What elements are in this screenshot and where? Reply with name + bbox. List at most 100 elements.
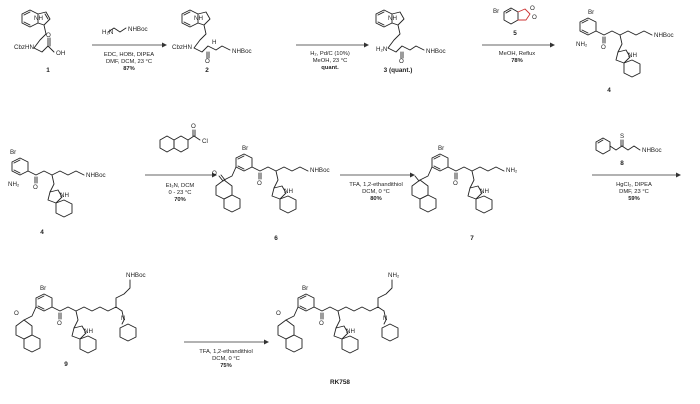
indole-nh-label: NH — [194, 15, 203, 22]
step6-yield: 59% — [628, 196, 640, 202]
step2-cond-1: H₂, Pd/C (10%) — [310, 51, 350, 57]
step3-cond-1: MeOH, Reflux — [499, 51, 536, 57]
compound-4-structure: Br NH₂ O NHBoc NH — [576, 9, 674, 78]
compound-6-structure: Br O NHBoc NH O — [212, 145, 330, 214]
step1-cond-2: DMF, DCM, 23 °C — [106, 59, 152, 65]
nhboc-label: NHBoc — [426, 48, 446, 55]
br-label: Br — [493, 8, 499, 15]
step5-cond-1: TFA, 1,2-ethandithiol — [349, 182, 403, 188]
nh2-label: NH₂ — [576, 41, 588, 48]
anhydride-o2-label: O — [532, 14, 537, 21]
carbonyl-o-label: O — [257, 180, 262, 187]
br-label: Br — [302, 285, 308, 292]
compound-1-structure: NH CbzHN O OH — [14, 9, 65, 57]
compound-4b-structure: Br NH₂ O NHBoc NH — [8, 149, 106, 218]
step3-yield: 78% — [511, 58, 523, 64]
naphthoyl-o-label: O — [212, 170, 217, 177]
rk758-label: RK758 — [330, 379, 350, 386]
thio-s-label: S — [620, 133, 624, 140]
step6-cond-2: DMF, 23 °C — [619, 189, 649, 195]
compound-9-structure: Br O NHBoc N NH O — [14, 272, 146, 354]
reaction-arrow-4: O Cl Et₃N, DCM 0 - 23 °C 70% — [145, 123, 217, 203]
step5-cond-2: DCM, 0 °C — [362, 189, 390, 195]
nh2-label: NH₂ — [388, 272, 400, 279]
reagent-5-label: 5 — [513, 30, 517, 37]
nh2-label: NH₂ — [506, 167, 518, 174]
step6-cond-1: HgCl₂, DIPEA — [616, 182, 652, 188]
reaction-arrow-2: H₂, Pd/C (10%) MeOH, 23 °C quant. — [296, 42, 369, 71]
reaction-arrow-7: TFA, 1,2-ethandithiol DCM, 0 °C 75% — [184, 339, 269, 369]
nhboc-label: NHBoc — [86, 172, 106, 179]
compound-2-structure: NH CbzHN O H NHBoc — [172, 9, 252, 65]
guanidine-n-label: N — [383, 315, 387, 322]
indole-nh-label: NH — [60, 192, 69, 199]
indole-nh-label: NH — [480, 188, 489, 195]
carbonyl-o-label: O — [319, 320, 324, 327]
h2n-label: H₂N — [102, 29, 113, 36]
compound-4b-label: 4 — [40, 229, 44, 236]
reagent-8-label: 8 — [620, 160, 624, 167]
reaction-arrow-3: Br O O 5 MeOH, Reflux 78% — [482, 5, 555, 64]
indole-nh-label: NH — [628, 52, 637, 59]
h2n-label: H₂N — [376, 46, 387, 53]
amide-nh-label: H — [212, 39, 216, 46]
indole-nh-label: NH — [388, 15, 397, 22]
nhboc-label: NHBoc — [310, 167, 330, 174]
step4-cond-2: 0 - 23 °C — [169, 190, 192, 196]
nhboc-label: NHBoc — [232, 48, 252, 55]
indole-nh-label: NH — [346, 328, 355, 335]
br-label: Br — [10, 149, 16, 156]
compound-7-structure: Br O NH₂ NH — [411, 145, 518, 214]
compound-6-label: 6 — [274, 235, 278, 242]
acyl-o-label: O — [191, 123, 196, 130]
cbzhn-label: CbzHN — [14, 44, 34, 51]
reaction-arrow-5: TFA, 1,2-ethandithiol DCM, 0 °C 80% — [340, 172, 415, 202]
carbonyl-o-label: O — [453, 180, 458, 187]
nhboc-label: NHBoc — [654, 32, 674, 39]
compound-4-label: 4 — [607, 87, 611, 94]
carbonyl-o-label: O — [601, 44, 606, 51]
indole-nh-label: NH — [284, 188, 293, 195]
step6-reagent: NHBoc — [642, 147, 662, 154]
indole-nh-label: NH — [34, 15, 43, 22]
naphthoyl-o-label: O — [276, 310, 281, 317]
carbonyl-o-label: O — [57, 320, 62, 327]
carbonyl-o-label: O — [33, 184, 38, 191]
oh-label: OH — [56, 50, 65, 57]
step4-cond-1: Et₃N, DCM — [166, 183, 195, 189]
carbonyl-o-label: O — [399, 58, 404, 65]
step1-yield: 87% — [123, 66, 135, 72]
guanidine-n-label: N — [121, 315, 125, 322]
naphthoyl-o-label: O — [14, 310, 19, 317]
br-label: Br — [242, 145, 248, 152]
step4-yield: 70% — [174, 197, 186, 203]
step1-cond-1: EDC, HOBt, DIPEA — [104, 52, 154, 58]
compound-3-label: 3 (quant.) — [384, 67, 413, 74]
step2-yield: quant. — [321, 65, 339, 71]
step5-yield: 80% — [370, 196, 382, 202]
anhydride-o-label: O — [530, 5, 535, 12]
step2-cond-2: MeOH, 23 °C — [313, 58, 348, 64]
br-label: Br — [438, 145, 444, 152]
nhboc-label: NHBoc — [126, 272, 146, 279]
nh2-label: NH₂ — [8, 181, 20, 188]
step7-cond-1: TFA, 1,2-ethandithiol — [199, 349, 253, 355]
carbonyl-o-label: O — [205, 58, 210, 65]
compound-rk758-structure: Br O NH₂ N NH O — [276, 272, 400, 354]
compound-2-label: 2 — [205, 67, 209, 74]
compound-1-label: 1 — [46, 67, 50, 74]
cl-label: Cl — [202, 138, 208, 145]
compound-7-label: 7 — [470, 235, 474, 242]
compound-3-structure: NH H₂N O NHBoc — [375, 9, 446, 65]
carbonyl-o-label: O — [46, 32, 51, 39]
step7-yield: 75% — [220, 363, 232, 369]
reaction-arrow-1: H₂N NHBoc EDC, HOBt, DIPEA DMF, DCM, 23 … — [92, 26, 167, 72]
compound-9-label: 9 — [64, 361, 68, 368]
step7-cond-2: DCM, 0 °C — [212, 356, 240, 362]
br-label: Br — [40, 285, 46, 292]
cbzhn-label: CbzHN — [172, 44, 192, 51]
reaction-arrow-6: S NHBoc 8 HgCl₂, DIPEA DMF, 23 °C 59% — [592, 133, 681, 202]
step1-reagent: NHBoc — [128, 26, 148, 33]
indole-nh-label: NH — [84, 328, 93, 335]
